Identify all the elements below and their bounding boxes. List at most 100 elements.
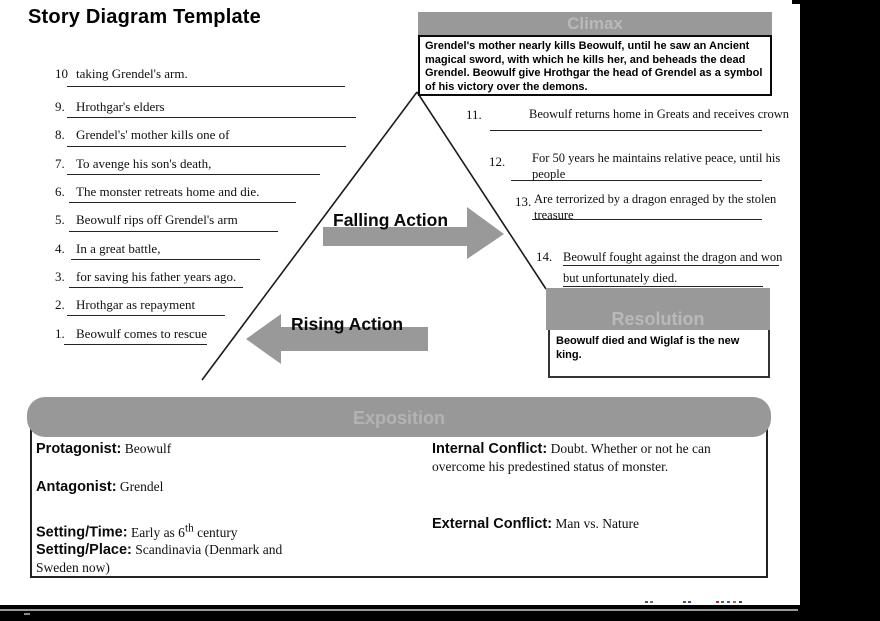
blank-line: [67, 117, 356, 118]
item-number: 8.: [55, 127, 65, 142]
blank-line: [511, 180, 762, 181]
blank-line: [69, 231, 278, 232]
rising-item: 6.The monster retreats home and die.: [55, 184, 259, 200]
item-text: Beowulf rips off Grendel's arm: [76, 212, 238, 227]
setting-time-label: Setting/Time:: [36, 524, 128, 541]
rising-action-arrow: [246, 314, 428, 364]
item-text: people: [532, 166, 566, 181]
taskbar-speck: [645, 601, 648, 603]
item-number: 2.: [55, 297, 65, 312]
rising-item: 8. Grendel's' mother kills one of: [55, 127, 229, 143]
blank-line: [67, 315, 225, 316]
blank-line: [532, 219, 762, 220]
blank-line: [67, 146, 346, 147]
climax-text: Grendel's mother nearly kills Beowulf, u…: [425, 40, 763, 93]
item-number: 12.: [489, 154, 506, 169]
protagonist-field: Protagonist: Beowulf: [36, 440, 171, 458]
internal-conflict-label: Internal Conflict:: [432, 441, 548, 457]
blank-line: [563, 265, 779, 266]
item-text: Are terrorized by a dragon enraged by th…: [534, 192, 777, 206]
exposition-header: Exposition: [27, 397, 771, 437]
item-text: Beowulf fought against the dragon and wo…: [563, 250, 783, 264]
blank-line: [67, 86, 345, 87]
internal-conflict-value: Doubt. Whether or not he can overcome hi…: [432, 441, 711, 474]
item-text: Beowulf comes to rescue: [76, 326, 208, 341]
item-text: but unfortunately died.: [563, 270, 678, 285]
taskbar-speck: [721, 601, 724, 603]
protagonist-value: Beowulf: [124, 441, 172, 456]
blank-line: [490, 130, 762, 131]
item-number: 10: [55, 66, 68, 81]
item-text: Grendel's' mother kills one of: [76, 127, 230, 142]
protagonist-label: Protagonist:: [36, 441, 122, 457]
item-number: 13.: [515, 194, 532, 209]
climax-body: Grendel's mother nearly kills Beowulf, u…: [418, 35, 772, 96]
right-black-bar: [800, 0, 880, 621]
blank-line: [67, 174, 320, 175]
blank-line: [71, 259, 260, 260]
item-number: 11.: [466, 107, 482, 122]
resolution-header: Resolution: [546, 288, 770, 330]
falling-action-label: Falling Action: [333, 210, 449, 230]
item-text: treasure: [534, 207, 574, 222]
triangle-left-leg: [201, 91, 418, 381]
internal-conflict-field: Internal Conflict: Doubt. Whether or not…: [432, 440, 744, 476]
item-text: for saving his father years ago.: [76, 269, 237, 284]
blank-line: [69, 202, 296, 203]
taskbar-speck: [683, 601, 686, 603]
bottom-black-bar: [0, 605, 880, 621]
item-text: Hrothgar as repayment: [76, 297, 196, 312]
rising-item: 7.To avenge his son's death,: [55, 156, 211, 172]
item-number: 4.: [55, 241, 65, 256]
rising-item: 5. Beowulf rips off Grendel's arm: [55, 212, 238, 228]
bottom-bar-gray-line: [0, 609, 798, 611]
page-title: Story Diagram Template: [28, 6, 261, 28]
climax-header: Climax: [418, 12, 772, 35]
setting-place-field: Setting/Place: Scandinavia (Denmark and …: [36, 541, 292, 577]
setting-place-label: Setting/Place:: [36, 542, 132, 558]
taskbar-speck: [727, 601, 730, 603]
item-text: Beowulf returns home in Greats and recei…: [529, 107, 789, 121]
external-conflict-field: External Conflict: Man vs. Nature: [432, 515, 752, 533]
rising-item: 2. Hrothgar as repayment: [55, 297, 195, 313]
item-number: 14.: [536, 249, 553, 264]
item-text: taking Grendel's arm.: [76, 66, 188, 81]
item-number: 5.: [55, 212, 65, 227]
blank-line: [64, 344, 207, 345]
taskbar-speck: [688, 601, 691, 603]
falling-action-arrow: [323, 207, 504, 259]
item-text: Hrothgar's elders: [76, 99, 165, 114]
taskbar-speck: [739, 601, 742, 603]
setting-place-value: Scandinavia (Denmark and Sweden now): [36, 542, 283, 575]
setting-time-value: Early as 6th century: [130, 522, 238, 540]
falling-item: For 50 years he maintains relative peace…: [532, 151, 780, 182]
item-text: To avenge his son's death,: [76, 156, 212, 171]
exposition-body: [30, 428, 768, 578]
item-text: For 50 years he maintains relative peace…: [532, 151, 781, 165]
ordinal-suffix: th: [184, 522, 194, 534]
falling-item: Are terrorized by a dragon enraged by th…: [534, 192, 776, 223]
item-number: 9.: [55, 99, 65, 114]
rising-item: 10 taking Grendel's arm.: [55, 66, 188, 82]
rising-item: 1. Beowulf comes to rescue: [55, 326, 207, 342]
item-number: 1.: [55, 326, 65, 341]
rising-item: 4. In a great battle,: [55, 241, 160, 257]
blank-line: [69, 287, 243, 288]
antagonist-field: Antagonist: Grendel: [36, 478, 163, 496]
setting-time-field: Setting/Time: Early as 6th century: [36, 519, 238, 542]
rising-action-label: Rising Action: [291, 314, 404, 334]
bottom-bar-mark: [24, 613, 30, 615]
taskbar-speck: [716, 601, 719, 603]
falling-item: Beowulf fought against the dragon and wo…: [563, 247, 782, 288]
item-text: The monster retreats home and die.: [76, 184, 260, 199]
taskbar-speck: [650, 601, 653, 603]
falling-item: Beowulf returns home in Greats and recei…: [529, 107, 789, 123]
rising-item: 3.for saving his father years ago.: [55, 269, 236, 285]
rising-item: 9. Hrothgar's elders: [55, 99, 165, 115]
top-right-notch: [792, 0, 800, 4]
resolution-text: Beowulf died and Wiglaf is the new king.: [556, 335, 740, 361]
antagonist-value: Grendel: [119, 479, 164, 494]
item-text: In a great battle,: [76, 241, 161, 256]
